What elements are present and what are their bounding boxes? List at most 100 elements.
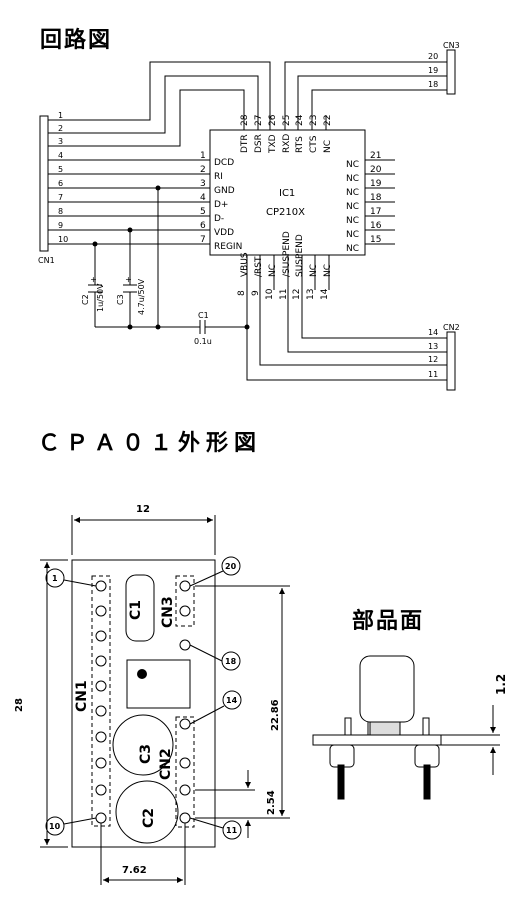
cn3-connector xyxy=(446,49,456,95)
svg-text:20: 20 xyxy=(428,52,438,61)
svg-text:TXD: TXD xyxy=(268,134,278,154)
cn1-pin: 7 xyxy=(58,193,63,202)
cap-labels: C2 1u/50V + C3 4.7u/50V + C1 0.1u xyxy=(81,276,212,346)
svg-text:15: 15 xyxy=(370,235,381,245)
svg-text:6: 6 xyxy=(200,221,206,231)
svg-text:11: 11 xyxy=(428,370,438,379)
svg-text:9: 9 xyxy=(251,290,261,296)
pin-holes xyxy=(95,580,191,824)
svg-text:NC: NC xyxy=(346,230,359,240)
svg-text:21: 21 xyxy=(370,151,381,161)
svg-text:1: 1 xyxy=(52,574,58,583)
svg-text:DCD: DCD xyxy=(214,158,234,168)
outline-drawing xyxy=(40,515,290,885)
svg-text:NC: NC xyxy=(309,264,319,277)
svg-text:5: 5 xyxy=(200,207,206,217)
dim-lead: 1.2 xyxy=(494,674,508,695)
svg-text:27: 27 xyxy=(254,115,264,126)
svg-text:RXD: RXD xyxy=(282,134,292,153)
side-c2 xyxy=(359,655,415,723)
cn2-label: CN2 xyxy=(443,323,460,332)
svg-text:NC: NC xyxy=(323,140,333,153)
svg-text:C1: C1 xyxy=(198,311,209,320)
svg-text:11: 11 xyxy=(226,826,238,835)
svg-text:SUSPEND: SUSPEND xyxy=(295,234,305,277)
cn2-pin-numbers: 14 13 12 11 xyxy=(428,328,438,379)
svg-text:CTS: CTS xyxy=(309,135,319,153)
dim-width: 12 xyxy=(136,504,150,515)
svg-text:DSR: DSR xyxy=(254,134,264,153)
svg-text:C2: C2 xyxy=(81,294,90,305)
svg-text:18: 18 xyxy=(428,80,438,89)
cn1-pin: 4 xyxy=(58,151,63,160)
cn1-label: CN1 xyxy=(38,256,55,265)
ic-top-pins: 28 27 26 25 24 23 22 DTR DSR TXD RXD RTS… xyxy=(240,114,333,154)
svg-text:RI: RI xyxy=(214,172,223,182)
svg-text:3: 3 xyxy=(200,179,206,189)
svg-text:4.7u/50V: 4.7u/50V xyxy=(137,278,146,315)
ic-bottom-pins: VBUS /RST NC /SUSPEND SUSPEND NC NC 8 9 … xyxy=(237,231,333,300)
cn1-connector xyxy=(39,115,49,252)
side-board xyxy=(312,734,442,746)
svg-text:14: 14 xyxy=(428,328,438,337)
pin1-dot xyxy=(137,669,147,679)
svg-text:8: 8 xyxy=(237,290,247,296)
cn1-pin: 10 xyxy=(58,235,68,244)
svg-text:13: 13 xyxy=(428,342,438,351)
cn1-pin: 8 xyxy=(58,207,63,216)
ic-ref: IC1 xyxy=(279,188,295,199)
cn1-pin-numbers: 1 2 3 4 5 6 7 8 9 10 xyxy=(58,111,68,244)
svg-text:D-: D- xyxy=(214,214,224,224)
svg-text:NC: NC xyxy=(346,188,359,198)
svg-text:10: 10 xyxy=(49,822,61,831)
svg-text:NC: NC xyxy=(346,216,359,226)
cn1-pin: 1 xyxy=(58,111,63,120)
svg-text:20: 20 xyxy=(370,165,382,175)
svg-text:/SUSPEND: /SUSPEND xyxy=(282,231,292,277)
svg-text:0.1u: 0.1u xyxy=(194,337,212,346)
svg-text:RTS: RTS xyxy=(295,136,305,153)
c2-label: C2 xyxy=(141,808,157,828)
svg-text:DTR: DTR xyxy=(240,134,250,153)
cn1-pin: 6 xyxy=(58,179,63,188)
c1-outline xyxy=(125,574,155,642)
outline-title: ＣＰＡ０１外形図 xyxy=(38,431,263,456)
svg-text:D+: D+ xyxy=(214,200,228,210)
dim-rows: 22.86 xyxy=(270,699,281,731)
cn3-outline xyxy=(175,575,195,627)
cn1-pin: 9 xyxy=(58,221,63,230)
svg-text:C3: C3 xyxy=(116,294,125,305)
cn3-pin-numbers: 20 19 18 xyxy=(428,52,438,89)
c2-outline xyxy=(115,780,179,844)
ic-left-pins: 1 2 3 4 5 6 7 DCD RI GND D+ D- VDD REGIN xyxy=(200,151,242,252)
c1-label: C1 xyxy=(128,600,144,620)
svg-text:28: 28 xyxy=(240,114,250,126)
svg-text:13: 13 xyxy=(306,289,316,300)
svg-text:11: 11 xyxy=(279,289,289,300)
c3-outline xyxy=(112,714,174,776)
svg-text:12: 12 xyxy=(292,289,302,300)
svg-text:26: 26 xyxy=(268,114,278,126)
svg-text:2: 2 xyxy=(200,165,206,175)
svg-text:16: 16 xyxy=(370,221,382,231)
svg-text:23: 23 xyxy=(309,115,319,126)
svg-text:10: 10 xyxy=(265,288,275,300)
svg-text:18: 18 xyxy=(370,193,382,203)
dim-row-spacing: 7.62 xyxy=(122,865,147,876)
cn1-pin: 2 xyxy=(58,124,63,133)
svg-text:+: + xyxy=(124,276,133,283)
cn2-label-outline: CN2 xyxy=(158,748,174,780)
side-view xyxy=(312,655,500,800)
svg-text:NC: NC xyxy=(346,174,359,184)
svg-text:NC: NC xyxy=(268,264,278,277)
svg-text:18: 18 xyxy=(225,657,237,666)
cn3-label: CN3 xyxy=(443,41,460,50)
svg-text:14: 14 xyxy=(320,288,330,300)
svg-text:NC: NC xyxy=(346,160,359,170)
board-outline xyxy=(71,559,216,848)
schematic xyxy=(39,49,456,391)
svg-text:VDD: VDD xyxy=(214,228,234,238)
svg-text:GND: GND xyxy=(214,186,235,196)
svg-text:19: 19 xyxy=(370,179,382,189)
